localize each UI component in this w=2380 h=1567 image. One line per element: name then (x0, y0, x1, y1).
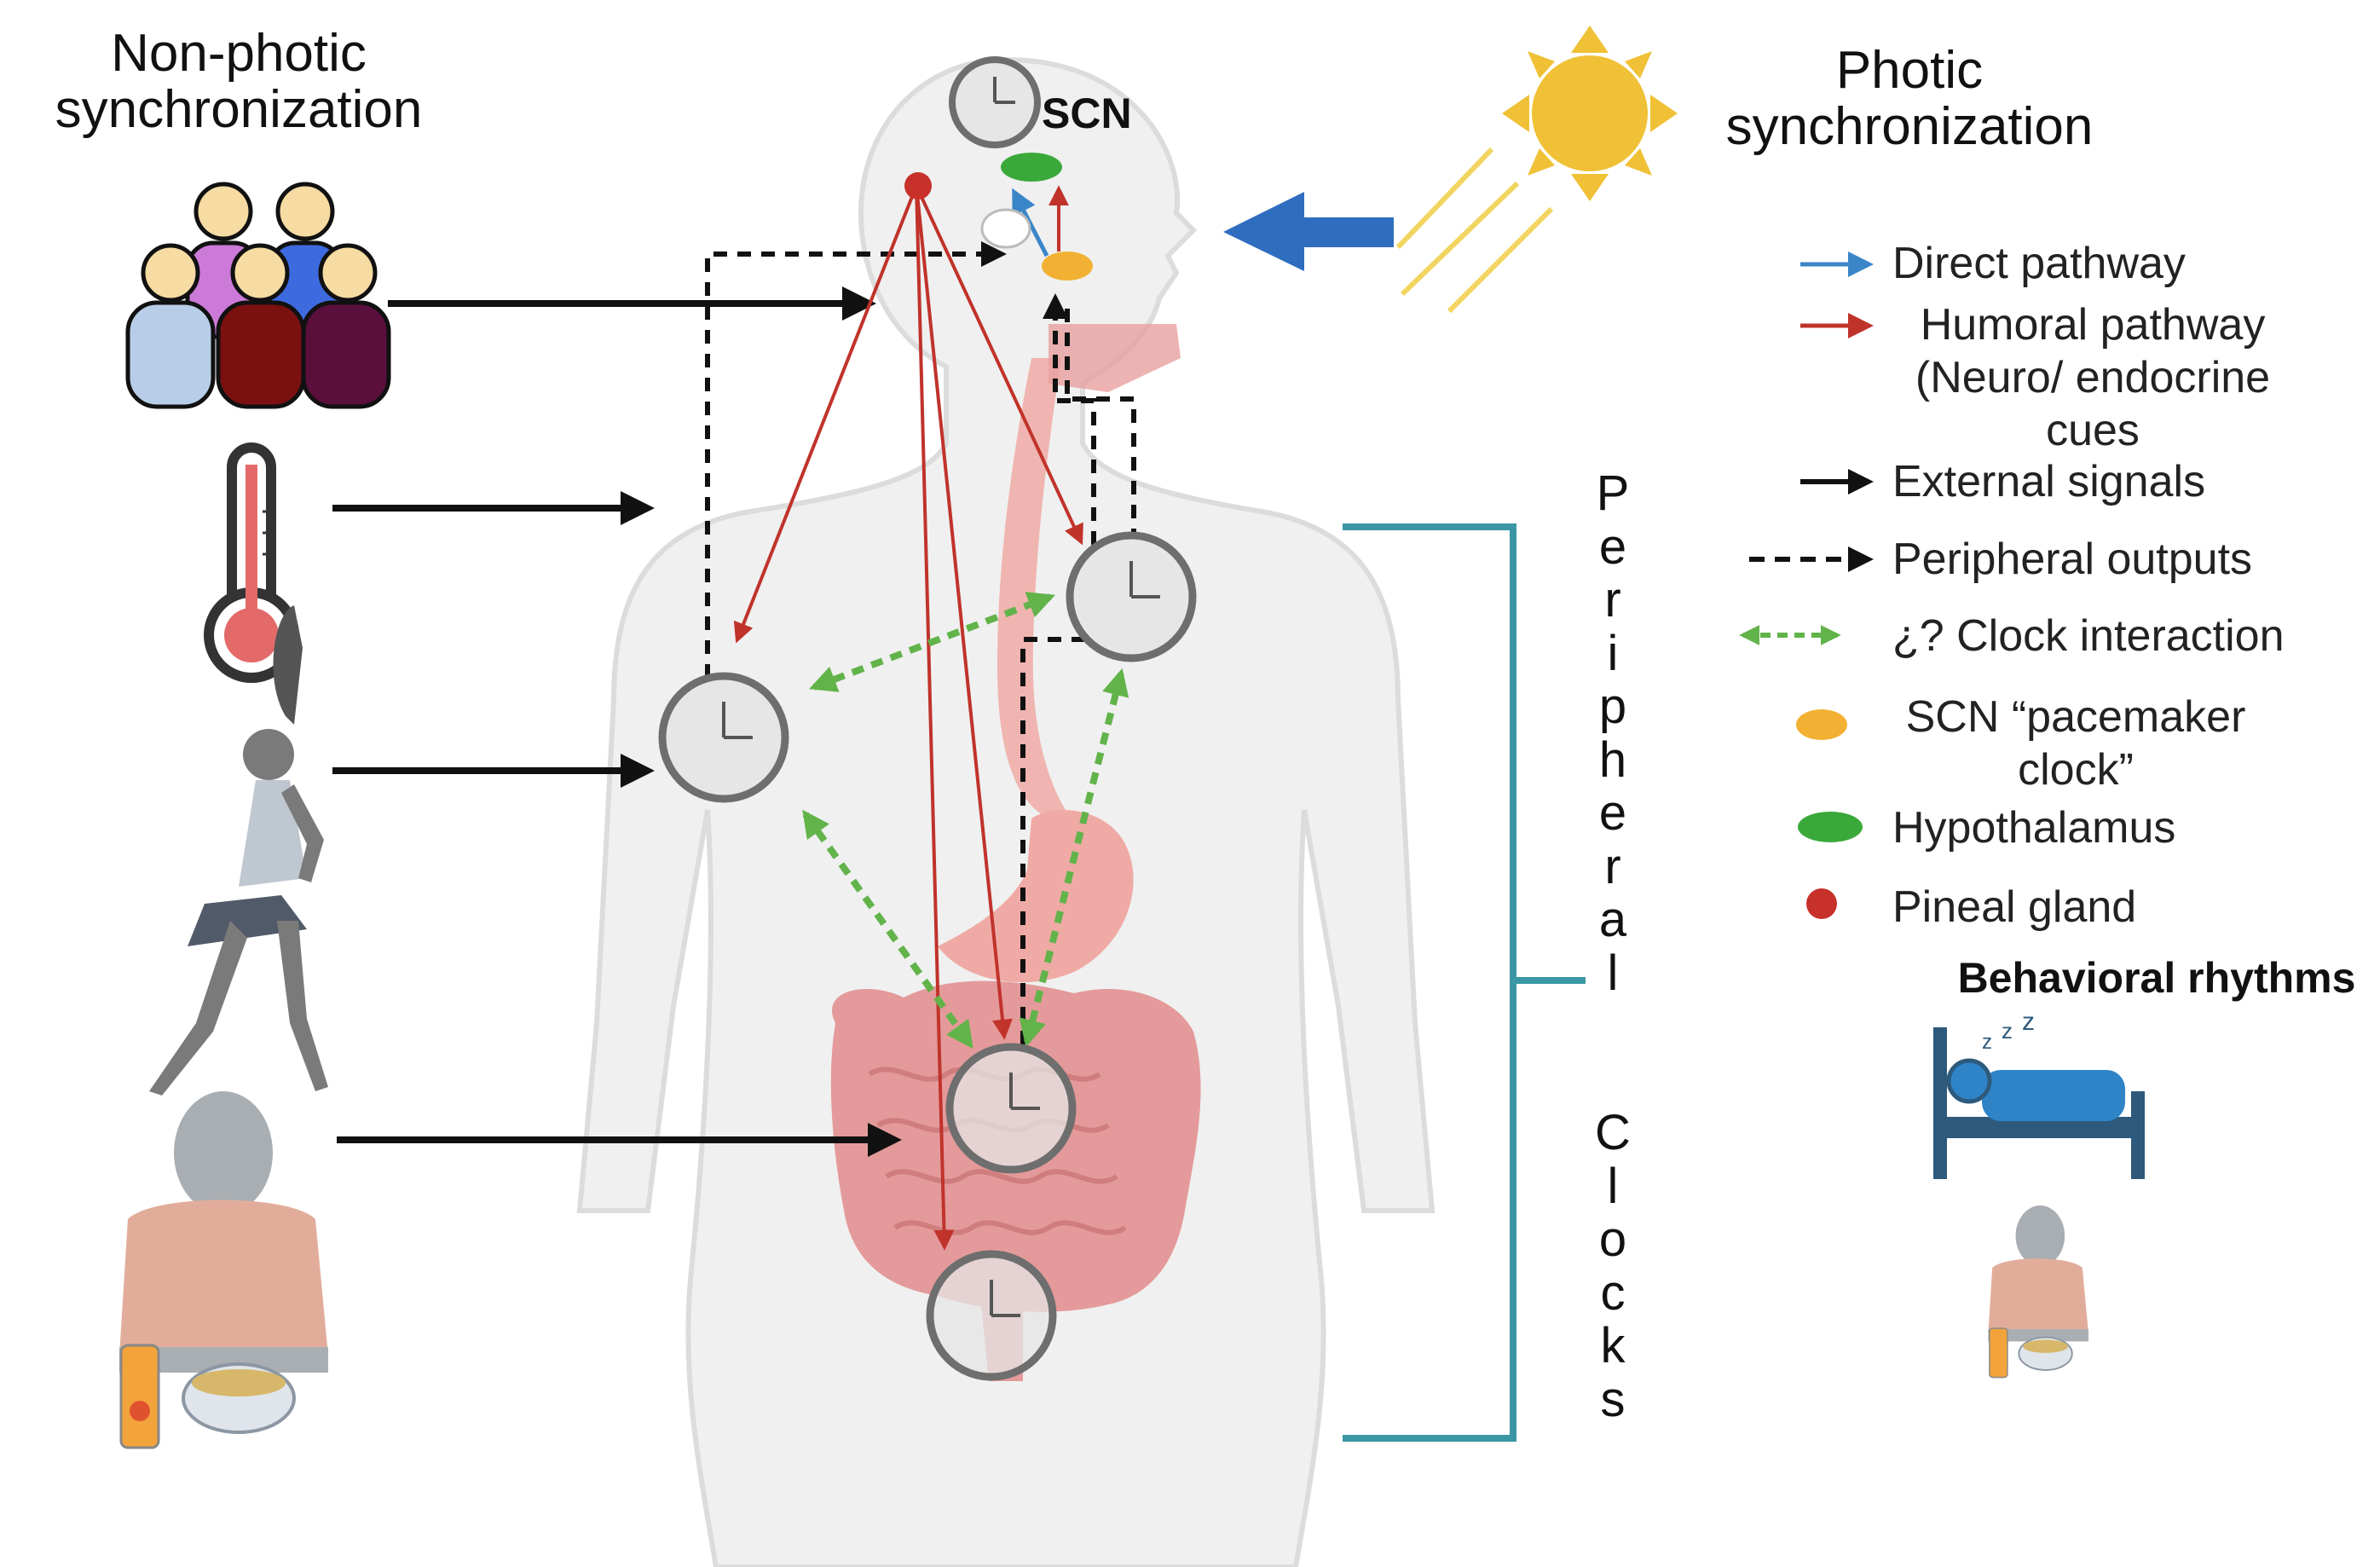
eating-person-icon (119, 1091, 328, 1449)
peripheral-letter: r (1604, 838, 1621, 894)
behavioral-rhythms-label: Behavioral rhythms (1957, 954, 2356, 1002)
peripheral-letter: P (1596, 465, 1630, 521)
legend-pineal-gland: Pineal gland (1892, 882, 2137, 932)
eating-person-icon (1988, 1206, 2088, 1379)
peripheral-letter (1587, 1000, 1638, 1054)
peripheral-letter: r (1604, 572, 1621, 627)
photic-input-arrow (1223, 192, 1394, 271)
hypothalamus (1001, 153, 1062, 182)
people-group-icon (125, 182, 391, 409)
clock-icon (945, 1043, 1077, 1174)
svg-text:z: z (1982, 1031, 1992, 1054)
peripheral-letter: i (1607, 625, 1619, 681)
legend-clock-interaction: ¿? Clock interaction (1892, 611, 2285, 661)
clocks-letter: s (1600, 1371, 1626, 1427)
non-photic-title: Non-photic synchronization (17, 26, 460, 138)
direct-pathway-arrow (1012, 188, 1049, 257)
legend-scn-line: clock” (2018, 745, 2134, 795)
peripheral-letter: h (1598, 731, 1627, 788)
esophagus (997, 358, 1066, 818)
clock-icon (1066, 531, 1197, 662)
legend-scn-pacemaker: SCN “pacemaker clock” (1892, 691, 2259, 796)
legend-humoral-pathway: Humoral pathway (Neuro/ endocrine cues (1892, 298, 2293, 457)
photic-title-line1: Photic (1835, 41, 1984, 100)
peripheral-letter: a (1598, 892, 1627, 947)
legend-humoral-line: Humoral pathway (1920, 300, 2266, 350)
scn-label: SCN (1042, 90, 1132, 137)
legend-humoral-line: cues (2046, 406, 2140, 455)
exercise-woman-icon (149, 605, 328, 1096)
brain-region-outline (980, 208, 1031, 249)
peripheral-letter: l (1607, 945, 1619, 1001)
clock-icon (658, 672, 789, 803)
photic-title: Photic synchronization (1671, 43, 2148, 155)
peripheral-output-arrows (705, 241, 1136, 1044)
clock-interaction-arrows (802, 592, 1129, 1049)
peripheral-letter (1587, 1054, 1638, 1107)
peripheral-letter: e (1598, 518, 1627, 575)
legend-peripheral-outputs: Peripheral outputs (1892, 535, 2253, 584)
peripheral-letter: p (1598, 679, 1627, 734)
clocks-letter: l (1607, 1158, 1619, 1214)
scn-pacemaker (1042, 252, 1093, 280)
non-photic-title-line1: Non-photic (111, 24, 367, 83)
clocks-letter: C (1595, 1105, 1631, 1160)
throat (1048, 324, 1181, 392)
legend-symbols (1739, 252, 1874, 919)
clocks-letter: c (1600, 1264, 1626, 1321)
non-photic-title-line2: synchronization (55, 80, 423, 139)
thermometer-icon (204, 442, 299, 683)
photic-title-line2: synchronization (1725, 97, 2094, 156)
pineal-gland (904, 172, 932, 199)
legend-humoral-line: (Neuro/ endocrine (1915, 353, 2271, 402)
legend-hypothalamus: Hypothalamus (1892, 803, 2176, 853)
svg-text:z: z (2022, 1008, 2035, 1036)
legend-external-signals: External signals (1892, 457, 2206, 506)
peripheral-letter: e (1598, 785, 1627, 841)
peripheral-clocks-bracket (1343, 523, 1586, 1442)
clock-icon (949, 56, 1041, 148)
sun-icon (1395, 26, 1678, 314)
legend-scn-line: SCN “pacemaker (1905, 692, 2246, 742)
legend-direct-pathway: Direct pathway (1892, 239, 2186, 288)
peripheral-clocks-label: P e r i p h e r a l C l o c k s (1587, 465, 1638, 1427)
external-signal-arrows (332, 286, 902, 1157)
svg-text:z: z (2002, 1018, 2013, 1044)
clocks-letter: o (1598, 1211, 1627, 1267)
clocks-letter: k (1600, 1318, 1626, 1373)
bed-sleep-icon: z z z (1933, 1008, 2145, 1179)
clock-icon (926, 1250, 1057, 1381)
